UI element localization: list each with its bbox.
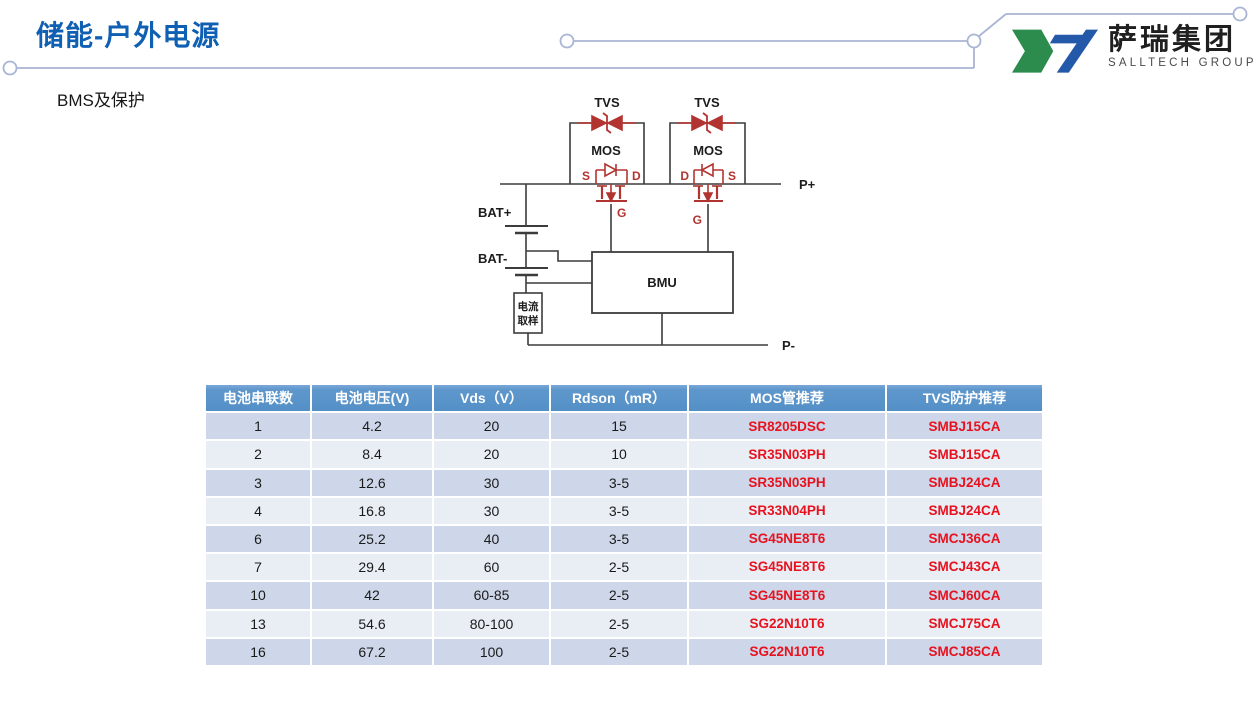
- table-row: 10 42 60-85 2-5 SG45NE8T6 SMCJ60CA: [206, 582, 1042, 609]
- cell-voltage: 8.4: [312, 441, 432, 468]
- bms-circuit-diagram: TVS TVS MOS MOS S D D S G G BAT+ BAT- BM…: [478, 95, 816, 353]
- cell-tvs-part: SMCJ43CA: [887, 554, 1042, 581]
- cell-vds: 60: [434, 554, 549, 581]
- cell-vds: 60-85: [434, 582, 549, 609]
- cell-mos-part: SG22N10T6: [689, 638, 885, 665]
- company-logo: 萨瑞集团 SALLTECH GROUP: [1012, 26, 1257, 78]
- bat-minus-label: BAT-: [478, 251, 507, 266]
- cell-series: 13: [206, 610, 310, 637]
- cell-mos-part: SG45NE8T6: [689, 582, 885, 609]
- cell-voltage: 25.2: [312, 525, 432, 553]
- cell-mos-part: SR8205DSC: [689, 413, 885, 440]
- p-minus-label: P-: [782, 338, 795, 353]
- cell-mos-part: SR33N04PH: [689, 497, 885, 524]
- cell-voltage: 4.2: [312, 413, 432, 440]
- cell-voltage: 67.2: [312, 638, 432, 665]
- cell-series: 2: [206, 441, 310, 468]
- table-row: 6 25.2 40 3-5 SG45NE8T6 SMCJ36CA: [206, 525, 1042, 553]
- cell-mos-part: SG45NE8T6: [689, 525, 885, 553]
- cell-vds: 80-100: [434, 610, 549, 637]
- bat-plus-label: BAT+: [478, 205, 512, 220]
- mos2-source-label: S: [728, 169, 736, 183]
- table-row: 4 16.8 30 3-5 SR33N04PH SMBJ24CA: [206, 497, 1042, 524]
- cell-voltage: 16.8: [312, 497, 432, 524]
- mos2-drain-label: D: [680, 169, 689, 183]
- cell-voltage: 42: [312, 582, 432, 609]
- page-title: 储能-户外电源: [36, 20, 221, 51]
- decorative-connector-lines: [2, 6, 1248, 76]
- table-row: 7 29.4 60 2-5 SG45NE8T6 SMCJ43CA: [206, 554, 1042, 581]
- current-sample-label-line1: 电流: [518, 300, 539, 313]
- cell-series: 7: [206, 554, 310, 581]
- cell-tvs-part: SMCJ85CA: [887, 638, 1042, 665]
- cell-tvs-part: SMBJ15CA: [887, 441, 1042, 468]
- section-subtitle: BMS及保护: [57, 91, 145, 110]
- logo-name-en: SALLTECH GROUP: [1108, 57, 1257, 69]
- cell-tvs-part: SMBJ15CA: [887, 413, 1042, 440]
- cell-rdson: 2-5: [551, 554, 687, 581]
- cell-rdson: 2-5: [551, 610, 687, 637]
- header-cell-voltage: 电池电压(V): [312, 385, 432, 412]
- mos1-gate-label: G: [617, 206, 626, 220]
- header-cell-tvs: TVS防护推荐: [887, 385, 1042, 412]
- cell-tvs-part: SMBJ24CA: [887, 497, 1042, 524]
- cell-voltage: 54.6: [312, 610, 432, 637]
- cell-rdson: 3-5: [551, 497, 687, 524]
- table-row: 13 54.6 80-100 2-5 SG22N10T6 SMCJ75CA: [206, 610, 1042, 637]
- table-row: 1 4.2 20 15 SR8205DSC SMBJ15CA: [206, 413, 1042, 440]
- header-cell-vds: Vds（V）: [434, 385, 549, 412]
- table-header-row: 电池串联数 电池电压(V) Vds（V） Rdson（mR） MOS管推荐 TV…: [206, 385, 1042, 412]
- cell-rdson: 2-5: [551, 638, 687, 665]
- cell-mos-part: SR35N03PH: [689, 441, 885, 468]
- cell-vds: 30: [434, 497, 549, 524]
- cell-rdson: 2-5: [551, 582, 687, 609]
- table-row: 3 12.6 30 3-5 SR35N03PH SMBJ24CA: [206, 469, 1042, 496]
- cell-voltage: 12.6: [312, 469, 432, 496]
- mos1-label: MOS: [591, 143, 621, 158]
- cell-rdson: 3-5: [551, 469, 687, 496]
- mos1-source-label: S: [582, 169, 590, 183]
- tvs2-label: TVS: [694, 95, 720, 110]
- cell-tvs-part: SMBJ24CA: [887, 469, 1042, 496]
- cell-series: 10: [206, 582, 310, 609]
- cell-vds: 20: [434, 441, 549, 468]
- cell-vds: 100: [434, 638, 549, 665]
- header-cell-mos: MOS管推荐: [689, 385, 885, 412]
- mos2-gate-label: G: [693, 213, 702, 227]
- tvs1-label: TVS: [594, 95, 620, 110]
- current-sample-label-line2: 取样: [518, 314, 539, 327]
- mos-tvs-recommendation-table: 电池串联数 电池电压(V) Vds（V） Rdson（mR） MOS管推荐 TV…: [204, 383, 1044, 667]
- table-row: 2 8.4 20 10 SR35N03PH SMBJ15CA: [206, 441, 1042, 468]
- cell-mos-part: SR35N03PH: [689, 469, 885, 496]
- cell-vds: 40: [434, 525, 549, 553]
- cell-series: 6: [206, 525, 310, 553]
- p-plus-label: P+: [799, 177, 816, 192]
- cell-tvs-part: SMCJ60CA: [887, 582, 1042, 609]
- header-cell-rdson: Rdson（mR）: [551, 385, 687, 412]
- cell-series: 1: [206, 413, 310, 440]
- mos2-label: MOS: [693, 143, 723, 158]
- logo-text: 萨瑞集团 SALLTECH GROUP: [1108, 26, 1257, 70]
- cell-voltage: 29.4: [312, 554, 432, 581]
- cell-rdson: 3-5: [551, 525, 687, 553]
- cell-series: 4: [206, 497, 310, 524]
- cell-rdson: 10: [551, 441, 687, 468]
- cell-tvs-part: SMCJ75CA: [887, 610, 1042, 637]
- cell-tvs-part: SMCJ36CA: [887, 525, 1042, 553]
- logo-name-cn: 萨瑞集团: [1108, 24, 1237, 56]
- cell-mos-part: SG22N10T6: [689, 610, 885, 637]
- cell-series: 3: [206, 469, 310, 496]
- cell-vds: 30: [434, 469, 549, 496]
- cell-vds: 20: [434, 413, 549, 440]
- mos1-drain-label: D: [632, 169, 641, 183]
- cell-mos-part: SG45NE8T6: [689, 554, 885, 581]
- cell-series: 16: [206, 638, 310, 665]
- bmu-label: BMU: [647, 275, 677, 290]
- cell-rdson: 15: [551, 413, 687, 440]
- logo-mark-icon: [1012, 29, 1098, 73]
- header-cell-series: 电池串联数: [206, 385, 310, 412]
- table-row: 16 67.2 100 2-5 SG22N10T6 SMCJ85CA: [206, 638, 1042, 665]
